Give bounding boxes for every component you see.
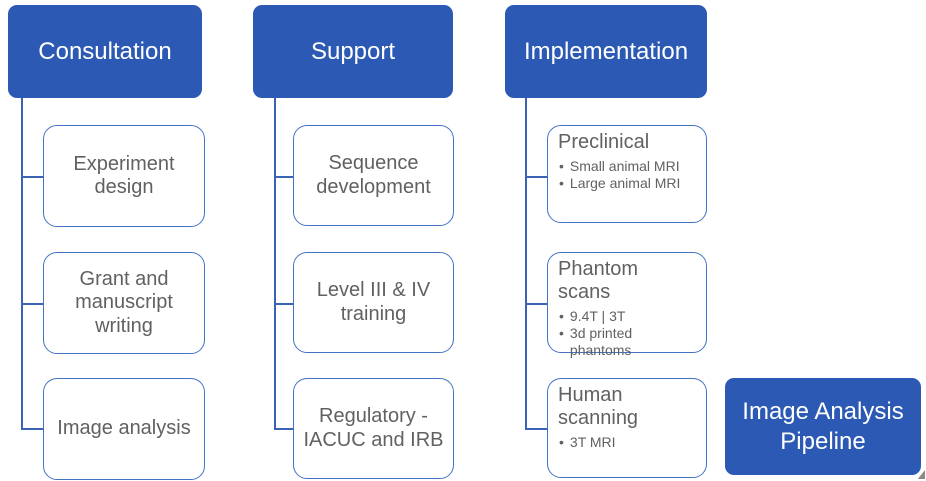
node-preclinical: Preclinical Small animal MRI Large anima… xyxy=(547,125,707,223)
bullet-item: 3d printed phantoms xyxy=(559,325,684,359)
connector-vertical xyxy=(525,98,527,429)
node-title: Phantom scans xyxy=(558,258,639,303)
node-phantom-scans: Phantom scans 9.4T | 3T 3d printed phant… xyxy=(547,252,707,358)
bullet-item: 9.4T | 3T xyxy=(559,308,684,325)
node-sequence-development: Sequence development xyxy=(293,125,454,226)
node-grant-manuscript-writing: Grant and manuscript writing xyxy=(43,252,205,354)
node-label: Level III & IV training xyxy=(316,279,431,325)
connector-vertical xyxy=(21,98,23,429)
pipeline-box: Image Analysis Pipeline xyxy=(725,378,921,475)
column-consultation: Consultation Experiment design Grant and… xyxy=(8,0,218,481)
connector-stub xyxy=(274,303,294,305)
node-label: Experiment design xyxy=(73,152,175,198)
node-label: Regulatory - IACUC and IRB xyxy=(303,405,444,451)
connector-stub xyxy=(21,428,44,430)
connector-stub xyxy=(21,176,44,178)
node-experiment-design: Experiment design xyxy=(43,125,205,227)
node-title: Preclinical xyxy=(558,131,650,153)
connector-stub xyxy=(274,176,294,178)
column-implementation: Implementation Preclinical Small animal … xyxy=(505,0,717,481)
bullet-item: 3T MRI xyxy=(559,434,684,451)
connector-stub xyxy=(525,176,548,178)
connector-vertical xyxy=(274,98,276,429)
node-label: Sequence development xyxy=(316,152,431,198)
header-implementation: Implementation xyxy=(505,5,707,98)
bullet-item: Small animal MRI xyxy=(559,158,684,175)
bullet-list: Small animal MRI Large animal MRI xyxy=(558,158,698,192)
node-title: Human scanning xyxy=(558,384,639,429)
bullet-list: 3T MRI xyxy=(558,434,698,451)
connector-stub xyxy=(274,428,294,430)
header-consultation: Consultation xyxy=(8,5,202,98)
node-label: Grant and manuscript writing xyxy=(75,267,173,337)
node-human-scanning: Human scanning 3T MRI xyxy=(547,378,707,478)
header-support: Support xyxy=(253,5,453,98)
bullet-list: 9.4T | 3T 3d printed phantoms xyxy=(558,308,698,359)
connector-stub xyxy=(21,303,44,305)
page-corner-artifact xyxy=(917,470,925,479)
connector-stub xyxy=(525,303,548,305)
column-support: Support Sequence development Level III &… xyxy=(253,0,463,481)
connector-stub xyxy=(525,428,548,430)
node-level-training: Level III & IV training xyxy=(293,252,454,353)
node-regulatory: Regulatory - IACUC and IRB xyxy=(293,378,454,479)
node-label: Image analysis xyxy=(57,417,191,440)
node-image-analysis: Image analysis xyxy=(43,378,205,480)
pipeline-label: Image Analysis Pipeline xyxy=(742,397,904,455)
bullet-item: Large animal MRI xyxy=(559,175,684,192)
